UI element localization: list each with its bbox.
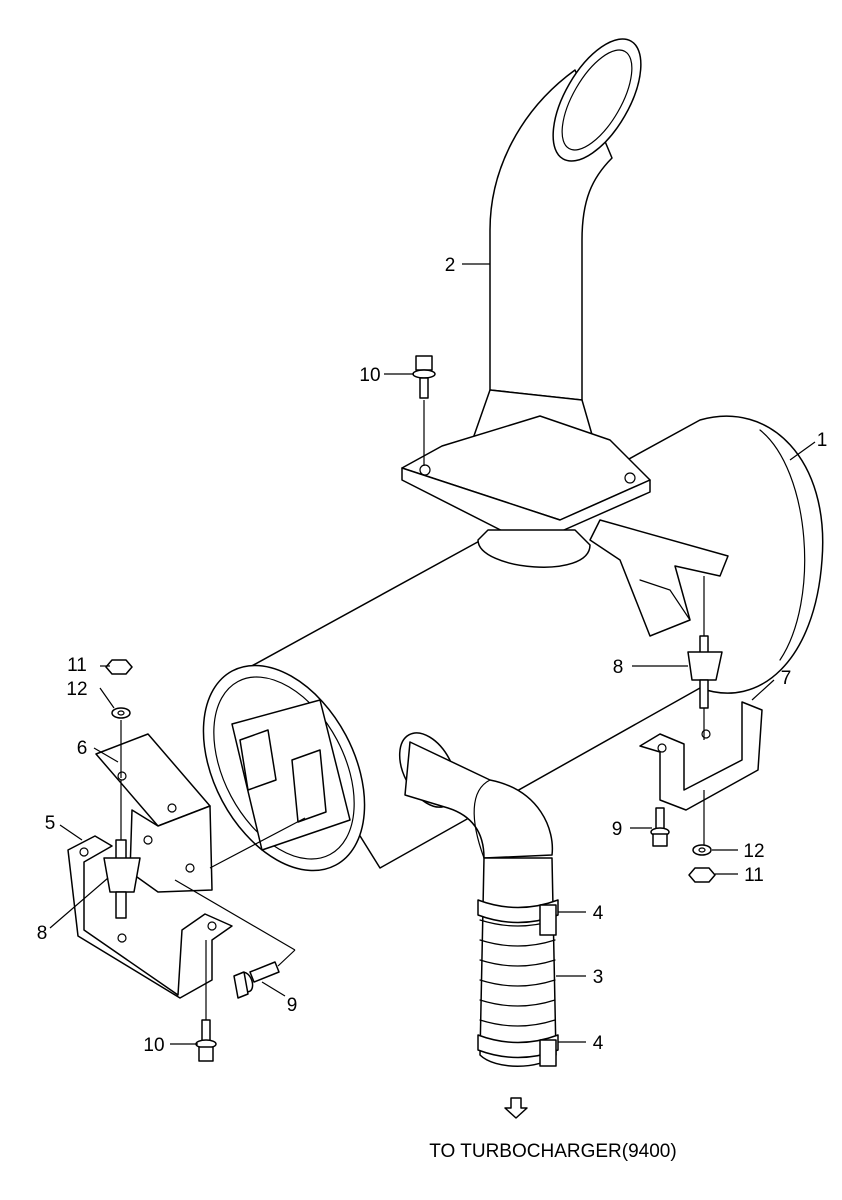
label-6: 6: [77, 738, 88, 759]
label-1: 1: [817, 430, 828, 451]
label-leaders: [49, 263, 816, 1045]
label-4-upper: 4: [593, 903, 604, 924]
front-lower-bracket: [67, 835, 233, 999]
bolt-bottom: [195, 1019, 217, 1062]
turbocharger-reference: TO TURBOCHARGER(9400): [429, 1097, 677, 1162]
label-10-top: 10: [359, 365, 380, 386]
assembly-lines: [120, 400, 705, 1020]
exhaust-stack-pipe: [401, 38, 651, 568]
caption-text: TO TURBOCHARGER(9400): [429, 1141, 676, 1162]
label-11-left: 11: [67, 655, 87, 676]
down-arrow-icon: [504, 1097, 528, 1119]
rubber-mount-left: [103, 839, 141, 919]
bolt-top: [412, 355, 436, 399]
bolt-washer-left: [233, 961, 280, 999]
label-12-left: 12: [66, 679, 87, 700]
bolt-washer-right: [650, 807, 670, 847]
hose-clamp-upper: [477, 899, 559, 936]
rear-lower-bracket: [639, 701, 763, 811]
part-labels: 1 2 10 8 7 9 12 11 11 12 6 5 8 4 3 4 9 1…: [37, 255, 828, 1056]
label-5: 5: [45, 813, 56, 834]
label-4-lower: 4: [593, 1033, 604, 1054]
label-7: 7: [781, 668, 792, 689]
nut-right: [688, 867, 716, 883]
label-8-right: 8: [613, 657, 624, 678]
washer-left: [111, 707, 131, 719]
label-9-right: 9: [612, 819, 623, 840]
washer-right: [692, 844, 712, 856]
inlet-elbow: [398, 732, 554, 859]
front-upper-bracket: [95, 733, 213, 893]
label-3: 3: [593, 967, 604, 988]
rubber-mount-right: [687, 635, 723, 709]
label-12-right: 12: [743, 841, 764, 862]
flexible-hose: [479, 857, 557, 1067]
label-11-right: 11: [744, 865, 764, 886]
label-9-left: 9: [287, 995, 298, 1016]
hose-clamp-lower: [477, 1034, 559, 1067]
rear-support-bracket: [589, 519, 729, 637]
label-10-bottom: 10: [143, 1035, 164, 1056]
label-2: 2: [445, 255, 456, 276]
muffler-body: [202, 415, 824, 872]
nut-left: [105, 659, 133, 675]
label-8-left: 8: [37, 923, 48, 944]
